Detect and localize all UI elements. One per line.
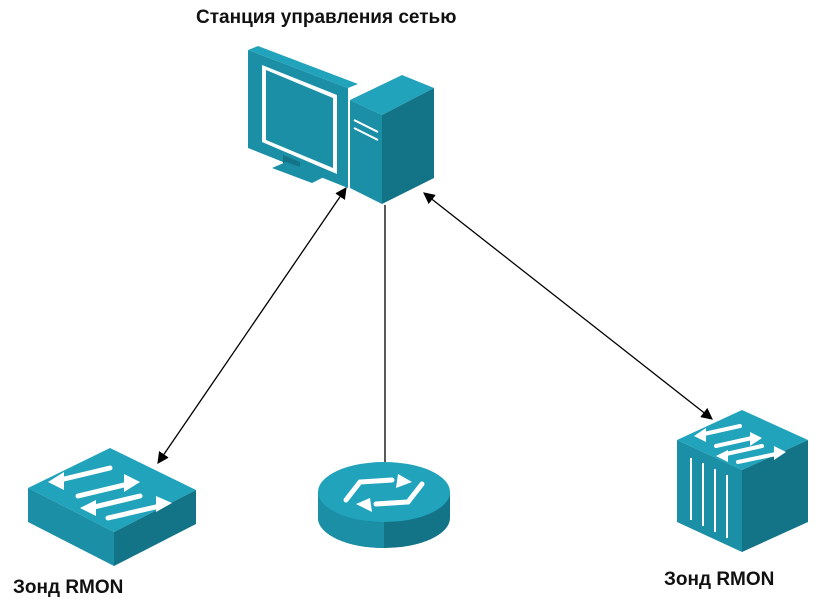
switch-icon <box>28 448 196 566</box>
multilayer-switch-icon <box>677 410 808 552</box>
workstation-icon <box>248 46 434 204</box>
station-label: Станция управления сетью <box>196 7 457 28</box>
router-icon <box>318 462 450 548</box>
link-station-probe-right <box>423 192 713 420</box>
link-station-probe-left <box>157 187 347 464</box>
probe-left-label: Зонд RMON <box>13 577 124 598</box>
probe-right-label: Зонд RMON <box>664 569 775 590</box>
